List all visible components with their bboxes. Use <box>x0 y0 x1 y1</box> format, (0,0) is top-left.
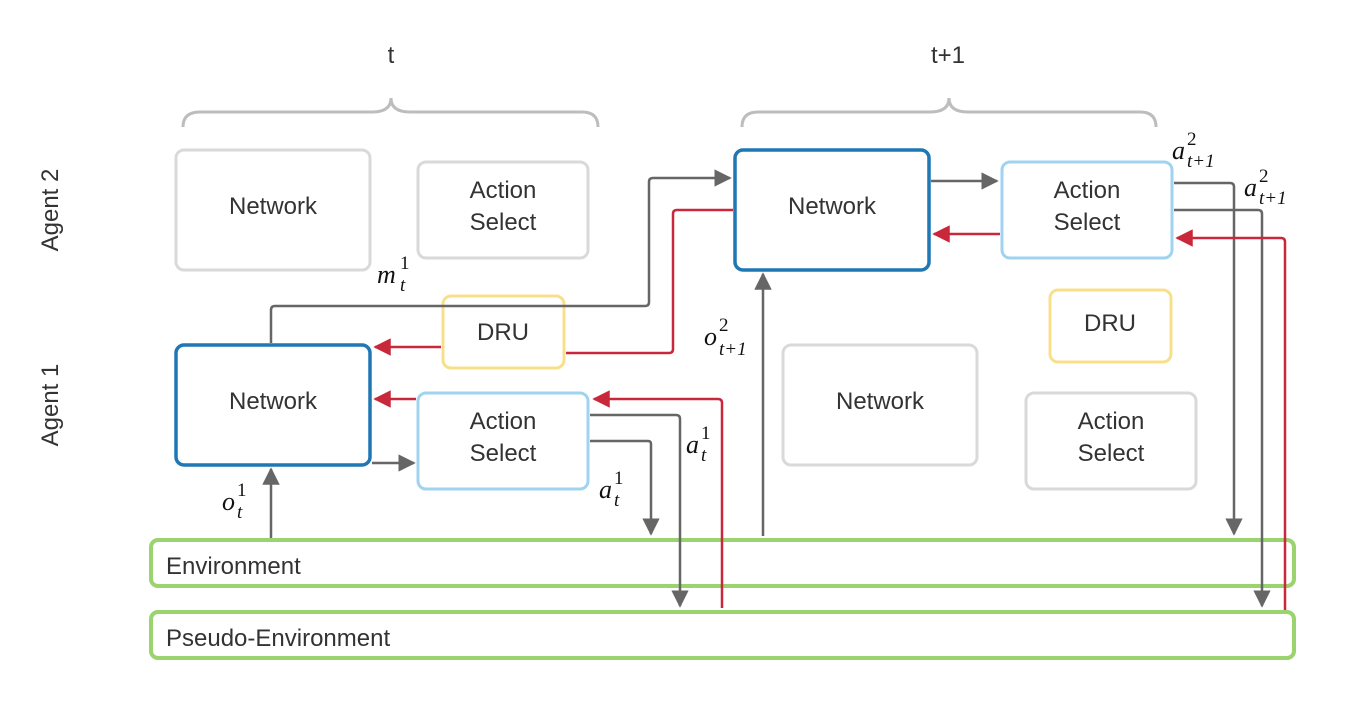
label-m-t-1-sub: t <box>400 275 406 296</box>
label-m-t-1-sup: 1 <box>400 253 410 274</box>
agent2-t-action-label-1: Action <box>470 177 537 204</box>
agent2-t1-action-label-1: Action <box>1054 177 1121 204</box>
agent2-t-action-select-box: Action Select <box>416 160 590 260</box>
agent1-t1-network-box: Network <box>781 343 979 467</box>
agent2-t1-action-select-box: Action Select <box>1000 160 1174 260</box>
label-a-t-1-env-base: a <box>599 475 612 504</box>
label-o-t-1-base: o <box>222 487 235 516</box>
agent1-t1-action-select-box: Action Select <box>1024 391 1198 491</box>
gradient-pseudo-env-to-agent2-action <box>1175 229 1287 610</box>
agent1-t1-network-label: Network <box>836 388 925 415</box>
label-o-t1-2-sub: t+1 <box>719 339 747 360</box>
arrow-agent1-action-to-environment <box>590 439 660 536</box>
agent1-t-network-box: Network <box>174 343 372 467</box>
agent2-t-action-label-2: Select <box>470 209 537 236</box>
agent2-t-network-box: Network <box>174 148 372 272</box>
time-label-t-plus-1: t+1 <box>931 42 965 69</box>
agent1-t1-action-label-1: Action <box>1078 408 1145 435</box>
arrow-agent2-action-to-environment <box>1174 181 1243 536</box>
agent-1-label: Agent 1 <box>37 364 64 447</box>
agent2-t1-network-box: Network <box>733 148 931 272</box>
agent-2-label: Agent 2 <box>37 169 64 252</box>
label-a-t1-2-pseudo: a 2 t+1 <box>1244 166 1287 209</box>
agent1-t-network-label: Network <box>229 388 318 415</box>
label-o-t-1: o 1 t <box>222 480 247 523</box>
gradient-pseudo-env-to-agent1-action <box>592 390 724 608</box>
label-a-t-1-pseudo-base: a <box>686 430 699 459</box>
label-a-t-1-env-sup: 1 <box>614 468 624 489</box>
label-a-t-1-pseudo: a 1 t <box>686 423 711 466</box>
dru-t1-box: DRU <box>1048 288 1173 364</box>
label-a-t1-2-env-sub: t+1 <box>1187 151 1215 172</box>
label-o-t-1-sup: 1 <box>237 480 247 501</box>
label-a-t1-2-pseudo-base: a <box>1244 173 1257 202</box>
agent1-t1-action-label-2: Select <box>1078 440 1145 467</box>
gradient-agent2-network-to-dru <box>566 208 733 355</box>
label-o-t-1-sub: t <box>237 502 243 523</box>
agent2-t1-action-label-2: Select <box>1054 209 1121 236</box>
label-a-t-1-env: a 1 t <box>599 468 624 511</box>
dru-t-box: DRU <box>441 294 566 370</box>
pseudo-environment-label: Pseudo-Environment <box>166 625 390 652</box>
agent1-t-action-label-2: Select <box>470 440 537 467</box>
dru-t-label: DRU <box>477 319 529 346</box>
label-a-t1-2-pseudo-sup: 2 <box>1259 166 1269 187</box>
agent2-t-network-label: Network <box>229 193 318 220</box>
label-a-t1-2-env: a 2 t+1 <box>1172 129 1215 172</box>
brace-t-plus-1 <box>740 97 1158 128</box>
label-o-t1-2-sup: 2 <box>719 315 729 336</box>
label-o-t1-2: o 2 t+1 <box>704 315 747 360</box>
brace-t <box>181 97 600 128</box>
label-m-t-1-base: m <box>377 260 396 289</box>
arrow-agent1-action-to-pseudo-env <box>590 413 689 608</box>
pseudo-environment-bar: Pseudo-Environment <box>149 610 1296 660</box>
label-m-t-1: m 1 t <box>377 253 410 296</box>
dru-t1-label: DRU <box>1084 310 1136 337</box>
agent1-t-action-select-box: Action Select <box>416 391 590 491</box>
label-a-t-1-pseudo-sup: 1 <box>701 423 711 444</box>
time-label-t: t <box>388 42 395 69</box>
label-o-t1-2-base: o <box>704 322 717 351</box>
label-a-t1-2-pseudo-sub: t+1 <box>1259 188 1287 209</box>
environment-label: Environment <box>166 553 301 580</box>
label-a-t-1-pseudo-sub: t <box>701 445 707 466</box>
arrow-message-through-dru <box>269 169 732 343</box>
label-a-t1-2-env-sup: 2 <box>1187 129 1197 150</box>
label-a-t1-2-env-base: a <box>1172 136 1185 165</box>
agent1-t-action-label-1: Action <box>470 408 537 435</box>
agent2-t1-network-label: Network <box>788 193 877 220</box>
arrow-agent2-action-to-pseudo-env <box>1174 208 1271 608</box>
label-a-t-1-env-sub: t <box>614 490 620 511</box>
